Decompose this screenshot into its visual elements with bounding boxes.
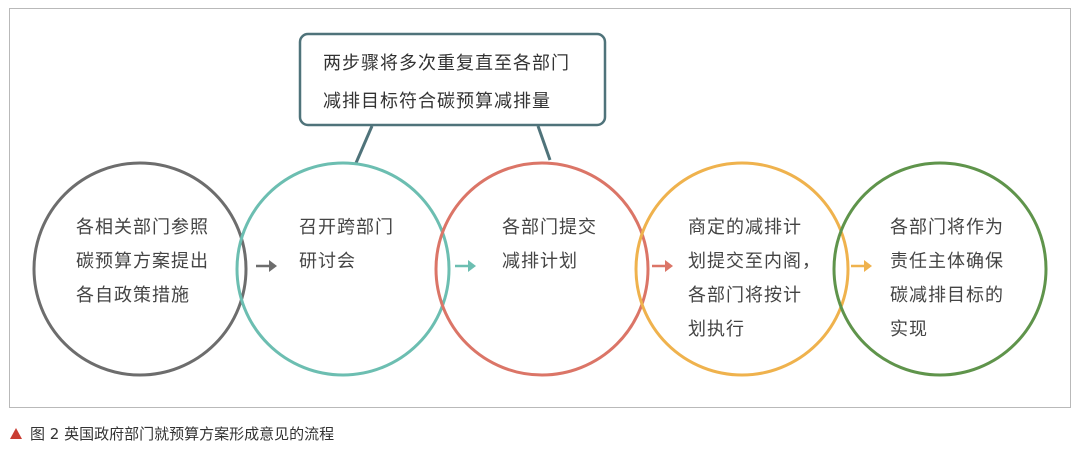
step-text-1: 各相关部门参照 碳预算方案提出 各自政策措施 xyxy=(76,217,209,306)
step-text-2: 召开跨部门 研讨会 xyxy=(299,217,394,272)
step-circle-1 xyxy=(32,161,248,377)
step-circle-5 xyxy=(832,161,1048,377)
flow-arrow-3 xyxy=(652,260,673,272)
flow-arrow-4 xyxy=(851,260,872,272)
note-text: 两步骤将多次重复直至各部门 减排目标符合碳预算减排量 xyxy=(323,53,570,112)
step-text-5: 各部门将作为 责任主体确保 碳减排目标的 实现 xyxy=(890,217,1004,340)
step-text-3: 各部门提交 减排计划 xyxy=(502,217,597,272)
figure-caption: 图 2 英国政府部门就预算方案形成意见的流程 xyxy=(10,421,334,445)
step-text-4: 商定的减排计 划提交至内阁， 各部门将按计 划执行 xyxy=(688,217,821,340)
note-connector-right xyxy=(536,125,552,161)
note-connector-left xyxy=(354,125,374,164)
flow-arrow-1 xyxy=(256,260,277,272)
step-circle-4 xyxy=(634,161,850,377)
flow-arrow-2 xyxy=(455,260,476,272)
step-circle-3 xyxy=(434,161,650,377)
triangle-marker-icon xyxy=(10,427,22,439)
caption-text: 图 2 英国政府部门就预算方案形成意见的流程 xyxy=(30,424,335,443)
note-box xyxy=(298,32,607,127)
step-circle-2 xyxy=(235,161,451,377)
